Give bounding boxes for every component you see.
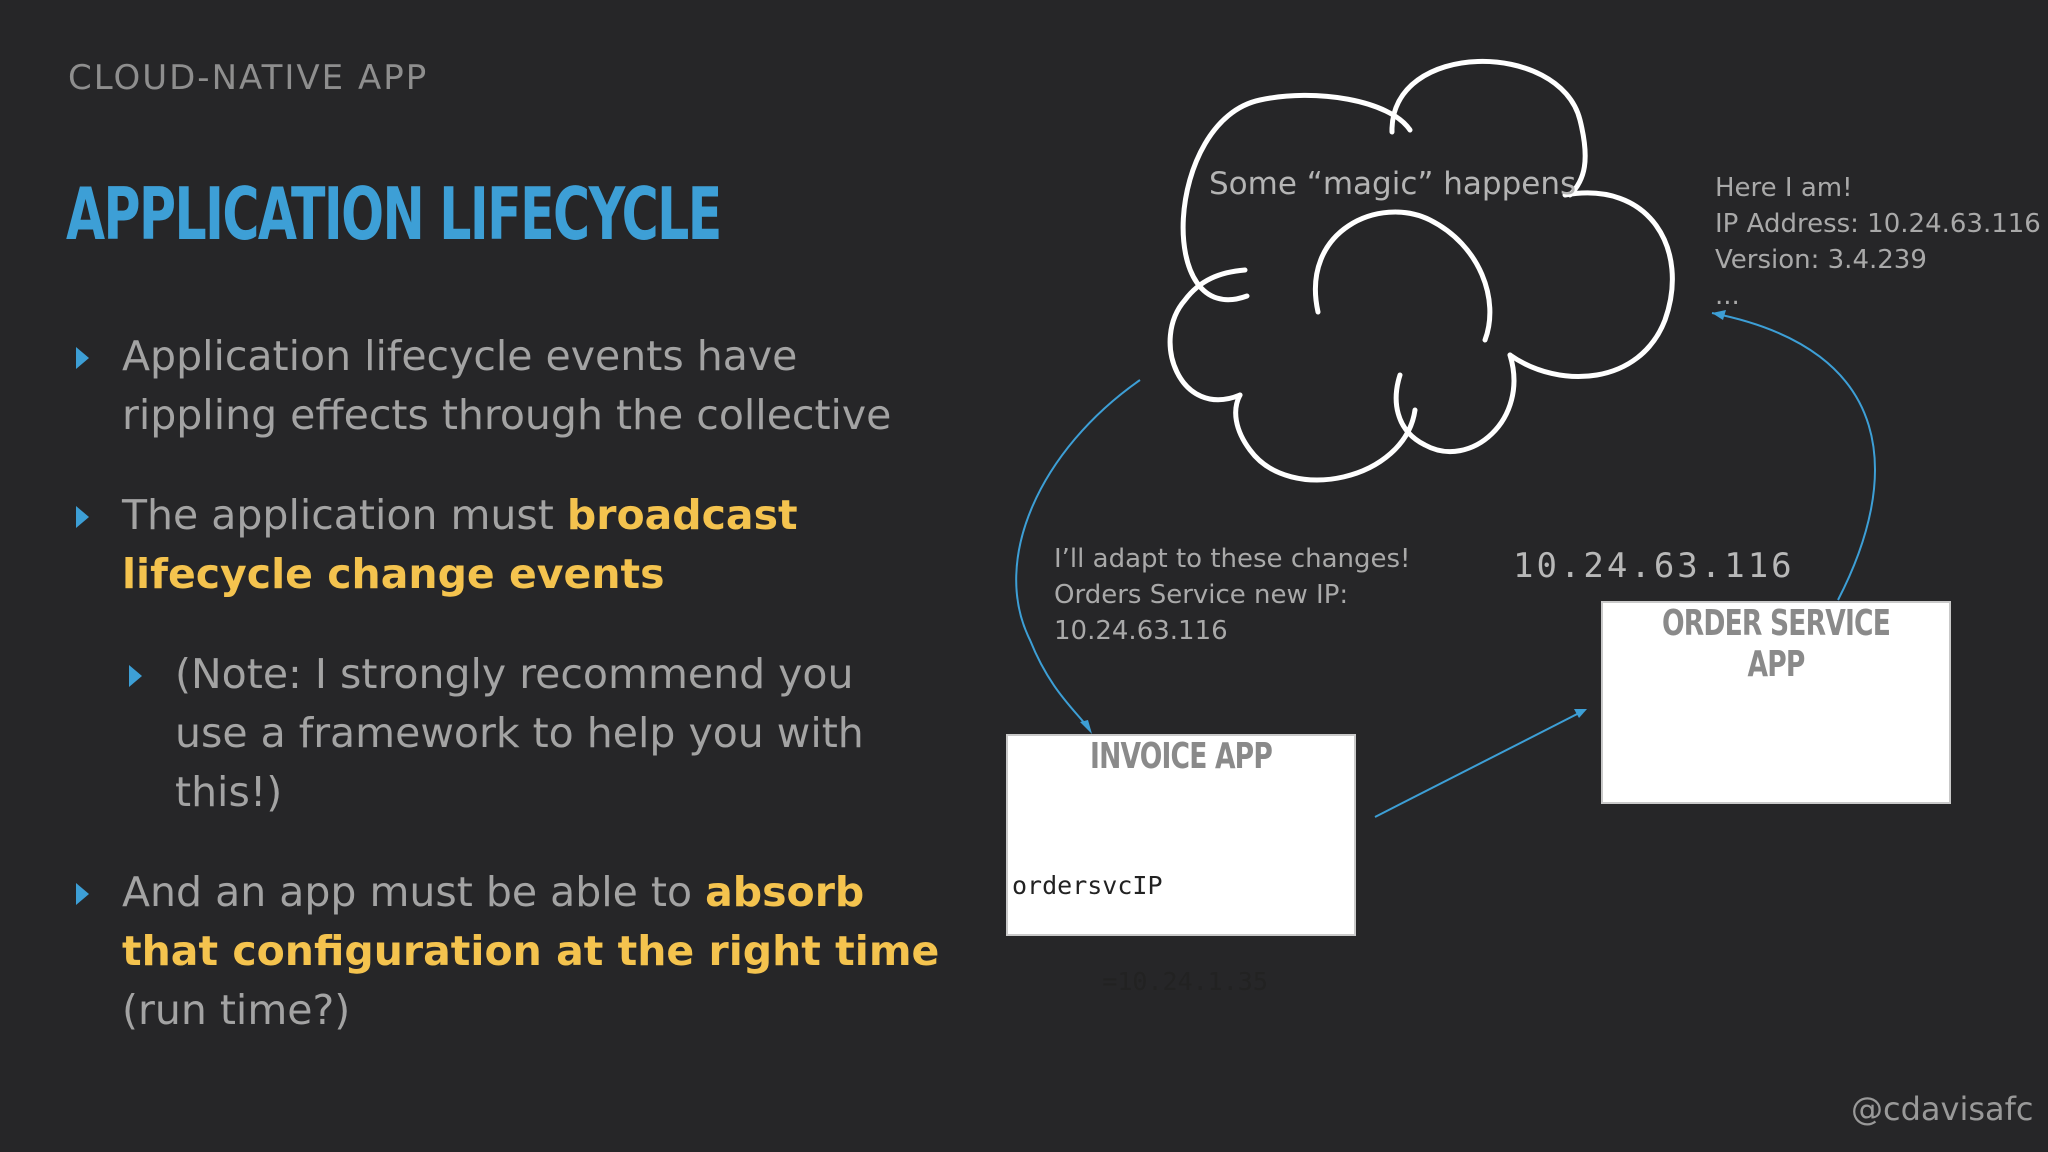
adapt-line-2: Orders Service new IP: <box>1054 577 1410 613</box>
invoice-app-box: INVOICE APP ordersvcIP =10.24.1.35 <box>1006 734 1356 936</box>
announce-line-4: ... <box>1715 278 2041 314</box>
announce-note: Here I am! IP Address: 10.24.63.116 Vers… <box>1715 170 2041 314</box>
invoice-app-title: INVOICE APP <box>1039 736 1323 777</box>
adapt-line-3: 10.24.63.116 <box>1054 613 1410 649</box>
order-service-title: ORDER SERVICE APP <box>1634 603 1918 685</box>
order-service-ip: 10.24.63.116 <box>1513 546 1795 586</box>
invoice-config: ordersvcIP =10.24.1.35 <box>1012 806 1268 1062</box>
invoice-config-line-2: =10.24.1.35 <box>1012 966 1268 998</box>
order-service-box: ORDER SERVICE APP <box>1601 601 1951 804</box>
announce-line-3: Version: 3.4.239 <box>1715 242 2041 278</box>
announce-line-1: Here I am! <box>1715 170 2041 206</box>
cloud-label: Some “magic” happens <box>1209 166 1576 202</box>
arrow-invoice-to-order <box>1375 710 1585 817</box>
arrowhead-invoice-icon <box>1080 720 1092 734</box>
adapt-note: I’ll adapt to these changes! Orders Serv… <box>1054 541 1410 649</box>
invoice-config-line-1: ordersvcIP <box>1012 870 1268 902</box>
announce-line-2: IP Address: 10.24.63.116 <box>1715 206 2041 242</box>
adapt-line-1: I’ll adapt to these changes! <box>1054 541 1410 577</box>
author-handle: @cdavisafc <box>1851 1090 2033 1128</box>
cloud-icon <box>1170 61 1672 480</box>
